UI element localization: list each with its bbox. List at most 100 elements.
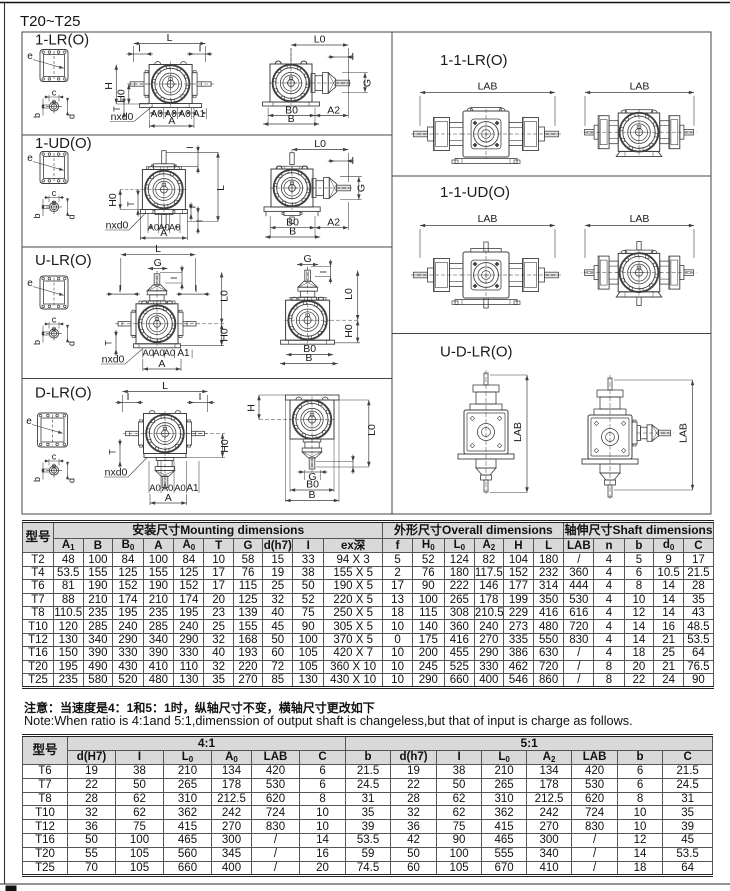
svg-text:A1: A1 [186, 483, 199, 494]
svg-text:A2: A2 [327, 216, 340, 228]
svg-text:A0: A0 [165, 109, 178, 120]
svg-text:T: T [126, 201, 136, 207]
svg-text:A: A [158, 358, 165, 370]
svg-text:d: d [67, 114, 77, 119]
svg-text:H0: H0 [107, 193, 119, 207]
svg-text:A0: A0 [169, 223, 181, 234]
svg-text:b: b [32, 477, 42, 482]
svg-text:H0: H0 [116, 89, 128, 103]
svg-text:c: c [52, 315, 57, 325]
svg-text:e: e [27, 278, 33, 289]
svg-text:A0: A0 [158, 223, 170, 234]
svg-text:I: I [195, 284, 198, 295]
svg-text:A1: A1 [193, 109, 206, 120]
svg-text:A: A [165, 492, 172, 504]
svg-text:A0: A0 [162, 483, 174, 494]
svg-text:d: d [67, 341, 77, 346]
svg-text:L: L [155, 243, 161, 255]
svg-text:H0: H0 [343, 324, 355, 338]
svg-text:LAB: LAB [630, 213, 650, 225]
svg-text:c: c [52, 452, 57, 462]
svg-text:G: G [362, 79, 374, 87]
svg-text:B: B [289, 226, 296, 238]
svg-text:D-LR(O): D-LR(O) [35, 385, 92, 402]
svg-text:L: L [215, 185, 227, 191]
svg-text:I: I [127, 392, 130, 403]
svg-text:G: G [154, 257, 162, 269]
svg-text:T: T [112, 106, 122, 112]
svg-text:d: d [67, 214, 77, 219]
svg-text:L0: L0 [219, 290, 231, 302]
svg-text:T: T [108, 449, 118, 455]
svg-text:L0: L0 [343, 288, 355, 300]
svg-text:b: b [32, 340, 42, 345]
svg-text:LAB: LAB [678, 423, 690, 443]
svg-text:A: A [160, 227, 167, 239]
svg-text:nxd0: nxd0 [111, 111, 134, 123]
svg-text:L: L [167, 32, 173, 44]
svg-text:A: A [168, 115, 175, 127]
svg-text:B0: B0 [306, 479, 319, 491]
svg-text:A0: A0 [149, 483, 161, 494]
svg-text:L0: L0 [366, 424, 378, 436]
svg-text:I: I [185, 146, 195, 149]
svg-text:b: b [32, 113, 42, 118]
svg-text:G: G [308, 471, 316, 483]
svg-text:H0: H0 [219, 328, 231, 342]
svg-text:LAB: LAB [478, 81, 498, 93]
svg-text:G: G [304, 253, 312, 265]
svg-text:1-1-LR(O): 1-1-LR(O) [440, 52, 508, 69]
svg-text:B0: B0 [285, 105, 298, 117]
svg-text:c: c [52, 88, 57, 98]
svg-text:H: H [103, 82, 115, 90]
svg-text:A0: A0 [153, 348, 165, 359]
svg-text:LAB: LAB [630, 81, 650, 93]
svg-text:b: b [32, 213, 42, 218]
svg-text:G: G [355, 184, 367, 192]
svg-text:e: e [26, 416, 32, 427]
svg-text:T: T [104, 340, 114, 346]
svg-text:1-UD(O): 1-UD(O) [35, 135, 92, 152]
svg-text:1-LR(O): 1-LR(O) [35, 32, 89, 49]
svg-text:LAB: LAB [512, 422, 524, 442]
svg-text:LAB: LAB [478, 213, 498, 225]
svg-text:A0: A0 [148, 223, 160, 234]
svg-text:I: I [199, 44, 202, 55]
svg-text:B0: B0 [286, 216, 299, 228]
svg-text:nxd0: nxd0 [105, 467, 128, 479]
svg-text:I: I [199, 392, 202, 403]
svg-text:I: I [138, 44, 141, 55]
svg-text:L0: L0 [314, 138, 326, 150]
svg-text:d: d [67, 478, 77, 483]
svg-text:L0: L0 [314, 34, 326, 46]
svg-text:B: B [288, 113, 295, 125]
svg-text:e: e [27, 153, 33, 164]
svg-text:I: I [351, 52, 354, 63]
svg-text:I: I [195, 220, 205, 223]
svg-text:I: I [351, 156, 354, 167]
svg-text:nxd0: nxd0 [102, 354, 125, 366]
svg-text:B0: B0 [303, 343, 316, 355]
svg-text:nxd0: nxd0 [106, 220, 129, 232]
svg-text:A0: A0 [151, 109, 164, 120]
svg-text:A2: A2 [327, 105, 340, 117]
svg-text:A1: A1 [177, 348, 190, 359]
svg-text:1-1-UD(O): 1-1-UD(O) [440, 184, 510, 201]
svg-text:H: H [246, 404, 258, 412]
svg-text:L: L [162, 380, 168, 392]
svg-text:U-D-LR(O): U-D-LR(O) [440, 344, 513, 361]
svg-text:A0: A0 [174, 483, 186, 494]
svg-text:I: I [119, 284, 122, 295]
svg-text:H0: H0 [219, 439, 231, 453]
svg-text:U-LR(O): U-LR(O) [35, 252, 92, 269]
svg-text:A0: A0 [164, 348, 176, 359]
svg-text:B: B [305, 352, 312, 364]
svg-text:I: I [319, 271, 329, 274]
svg-text:c: c [52, 188, 57, 198]
svg-text:A0: A0 [178, 109, 191, 120]
svg-text:I: I [169, 277, 179, 280]
svg-text:A0: A0 [142, 348, 154, 359]
svg-text:e: e [27, 51, 33, 62]
svg-text:f: f [188, 205, 198, 208]
svg-text:B: B [308, 489, 315, 501]
